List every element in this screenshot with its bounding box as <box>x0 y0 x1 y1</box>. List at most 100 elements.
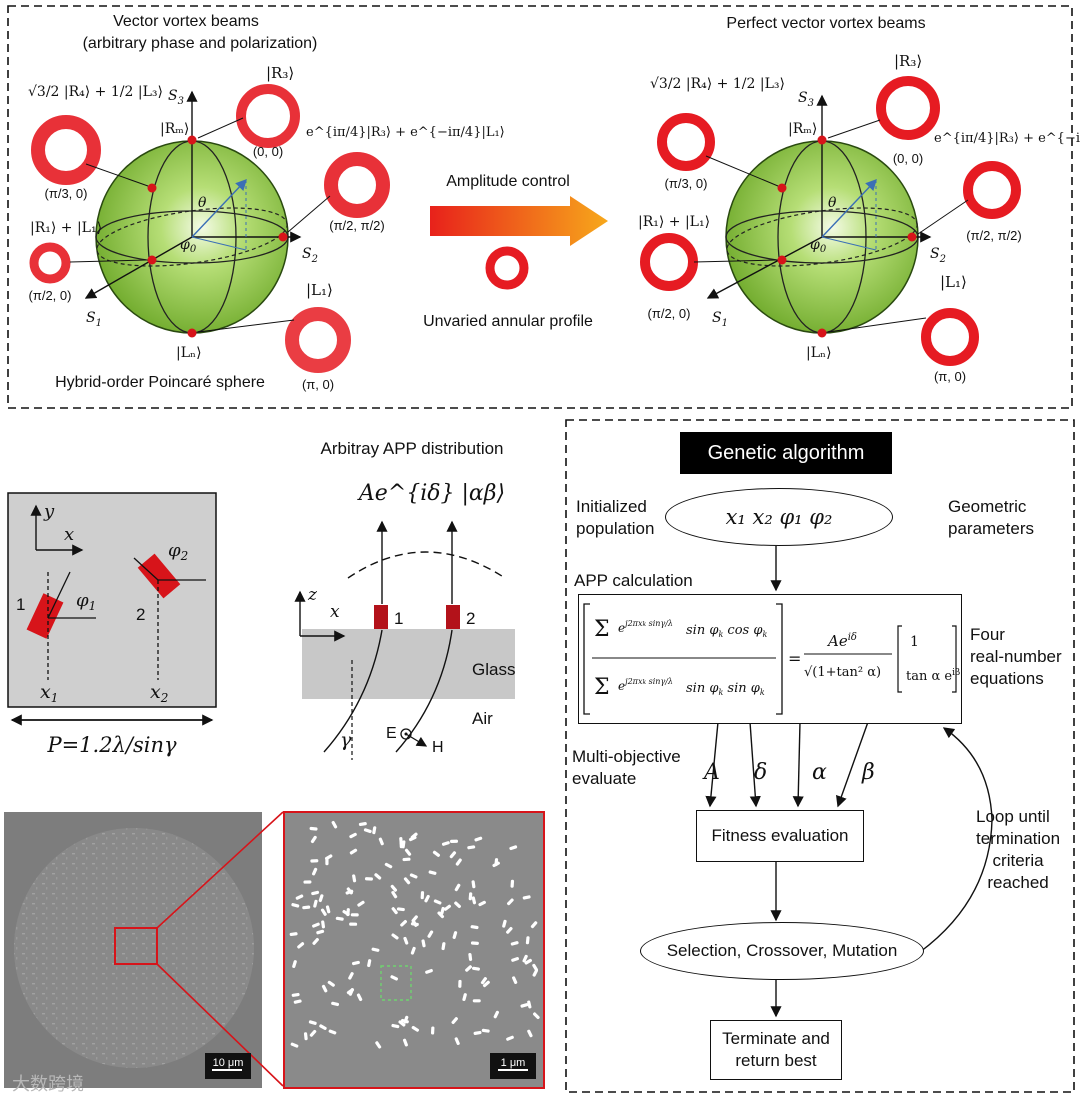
init-line-2: population <box>576 518 654 540</box>
ring-pi2pi2 <box>968 166 1016 214</box>
axis-s2: S2 <box>930 246 946 265</box>
terminate-line-2: return best <box>735 1050 816 1072</box>
label-mix-phase: e^{iπ/4}|R₃⟩ + e^{−iπ/4}|L₁⟩ <box>934 131 1080 146</box>
ring-pi <box>926 313 974 361</box>
svg-text:√(1+tan² α): √(1+tan² α) <box>804 665 881 680</box>
nanofin-dot <box>402 858 410 862</box>
point-rm <box>148 184 157 193</box>
label-rm: |Rₘ⟩ <box>160 121 189 137</box>
multi-line-2: evaluate <box>572 768 681 790</box>
label-rm: |Rₘ⟩ <box>788 121 817 137</box>
nanofin-dot <box>510 880 514 888</box>
loop-line-2: termination <box>976 828 1060 850</box>
four-line-3: equations <box>970 668 1062 690</box>
svg-text:tan α eiβ: tan α eiβ <box>906 668 960 684</box>
point-ln <box>188 329 197 338</box>
h-label: H <box>432 739 444 756</box>
nanofin-dot <box>310 859 318 863</box>
app-formula: Ae^{iδ} |αβ⟩ <box>357 481 505 506</box>
four-line-1: Four <box>970 624 1062 646</box>
svg-text:1: 1 <box>910 634 919 650</box>
coord-pi: (π, 0) <box>302 377 334 392</box>
nanofin-dot <box>471 941 479 945</box>
svg-text:sin φk cos φk: sin φk cos φk <box>686 623 767 639</box>
label-mix-sqrt: √3/2 |R₄⟩ + 1/2 |L₃⟩ <box>28 84 163 100</box>
ring-r3 <box>881 81 935 135</box>
app-title: Arbitray APP distribution <box>321 439 504 458</box>
label-z: z <box>307 585 318 605</box>
watermark: 大数跨境 <box>12 1074 84 1094</box>
nanofin-dot <box>431 1026 435 1034</box>
params-ellipse: x₁ x₂ φ₁ φ₂ <box>665 488 893 546</box>
nanofin-dot <box>458 980 461 988</box>
nanofin-dot <box>303 880 311 883</box>
fitness-box: Fitness evaluation <box>696 810 864 862</box>
coord-pi: (π, 0) <box>934 369 966 384</box>
svg-text:ej2πxk sinγ/λ: ej2πxk sinγ/λ <box>618 619 673 635</box>
scale-label-left: 10 μm <box>213 1057 244 1069</box>
loop-line-4: reached <box>976 872 1060 894</box>
sem-metasurface-disk <box>14 828 254 1068</box>
label-l1: |L₁⟩ <box>306 281 333 299</box>
coord-pi2: (π/2, 0) <box>648 306 691 321</box>
ring-pi2 <box>645 238 693 286</box>
wavefront <box>348 552 505 578</box>
axis-s1: S1 <box>86 310 102 329</box>
point-ln <box>818 329 827 338</box>
unit-cell-panel <box>8 493 216 707</box>
terminate-box: Terminate and return best <box>710 1020 842 1080</box>
label-ln: |Lₙ⟩ <box>806 345 832 361</box>
terminate-line-1: Terminate and <box>722 1028 830 1050</box>
left-title-2: (arbitrary phase and polarization) <box>83 35 318 52</box>
angle-theta: θ <box>828 195 837 211</box>
greek-alpha: α <box>812 762 827 784</box>
app-calc-label: APP calculation <box>574 570 693 592</box>
glass-label: Glass <box>472 660 515 679</box>
geo-line-2: parameters <box>948 518 1034 540</box>
geo-label: Geometric parameters <box>948 496 1034 540</box>
axis-s3: S3 <box>798 90 814 109</box>
svg-text:Σ: Σ <box>594 675 610 700</box>
annular-label: Unvaried annular profile <box>423 313 593 330</box>
multi-objective-label: Multi-objective evaluate <box>572 746 681 790</box>
label-2: 2 <box>136 605 145 624</box>
axis-s2: S2 <box>302 246 318 265</box>
coord-pi2pi2: (π/2, π/2) <box>329 218 385 233</box>
ring-center <box>490 251 524 285</box>
nanofin-dot <box>450 840 458 843</box>
coord-00: (0, 0) <box>893 151 923 166</box>
point-r3 <box>818 136 827 145</box>
svg-text:Aeiδ: Aeiδ <box>826 632 857 650</box>
angle-theta: θ <box>198 195 207 211</box>
ring-r3 <box>241 89 295 143</box>
point-s2 <box>908 233 917 242</box>
init-label: Initialized population <box>576 496 654 540</box>
equation-svg: Σ ej2πxk sinγ/λ sin φk cos φk Σ ej2πxk s… <box>580 596 960 722</box>
greek-A: A <box>704 762 720 784</box>
arrow-label: Amplitude control <box>446 173 570 190</box>
svg-text:ej2πxk sinγ/λ: ej2πxk sinγ/λ <box>618 677 673 693</box>
label-1: 1 <box>16 595 25 614</box>
pillar-1 <box>374 605 388 629</box>
coord-pi3: (π/3, 0) <box>665 176 708 191</box>
arrow-alpha <box>798 722 800 806</box>
loop-line-3: criteria <box>976 850 1060 872</box>
coord-00: (0, 0) <box>253 144 283 159</box>
greek-beta: β <box>862 762 875 784</box>
point-r1l1 <box>778 256 787 265</box>
label-r3: |R₃⟩ <box>266 64 294 82</box>
h-field-arrow <box>406 734 426 746</box>
loop-label: Loop until termination criteria reached <box>976 806 1060 894</box>
label-l1: |L₁⟩ <box>940 273 967 291</box>
point-r1l1 <box>148 256 157 265</box>
label-mix-phase: e^{iπ/4}|R₃⟩ + e^{−iπ/4}|L₁⟩ <box>306 125 505 140</box>
nanofin-dot <box>473 999 481 1002</box>
label-sum: |R₁⟩ + |L₁⟩ <box>638 214 710 230</box>
svg-text:=: = <box>788 649 801 668</box>
ring-pi3 <box>38 122 94 178</box>
scale-label-right: 1 μm <box>501 1057 526 1069</box>
label-mix-sqrt: √3/2 |R₄⟩ + 1/2 |L₃⟩ <box>650 76 785 92</box>
sphere-caption: Hybrid-order Poincaré sphere <box>55 374 265 391</box>
equation-box: Σ ej2πxk sinγ/λ sin φk cos φk Σ ej2πxk s… <box>578 594 962 724</box>
